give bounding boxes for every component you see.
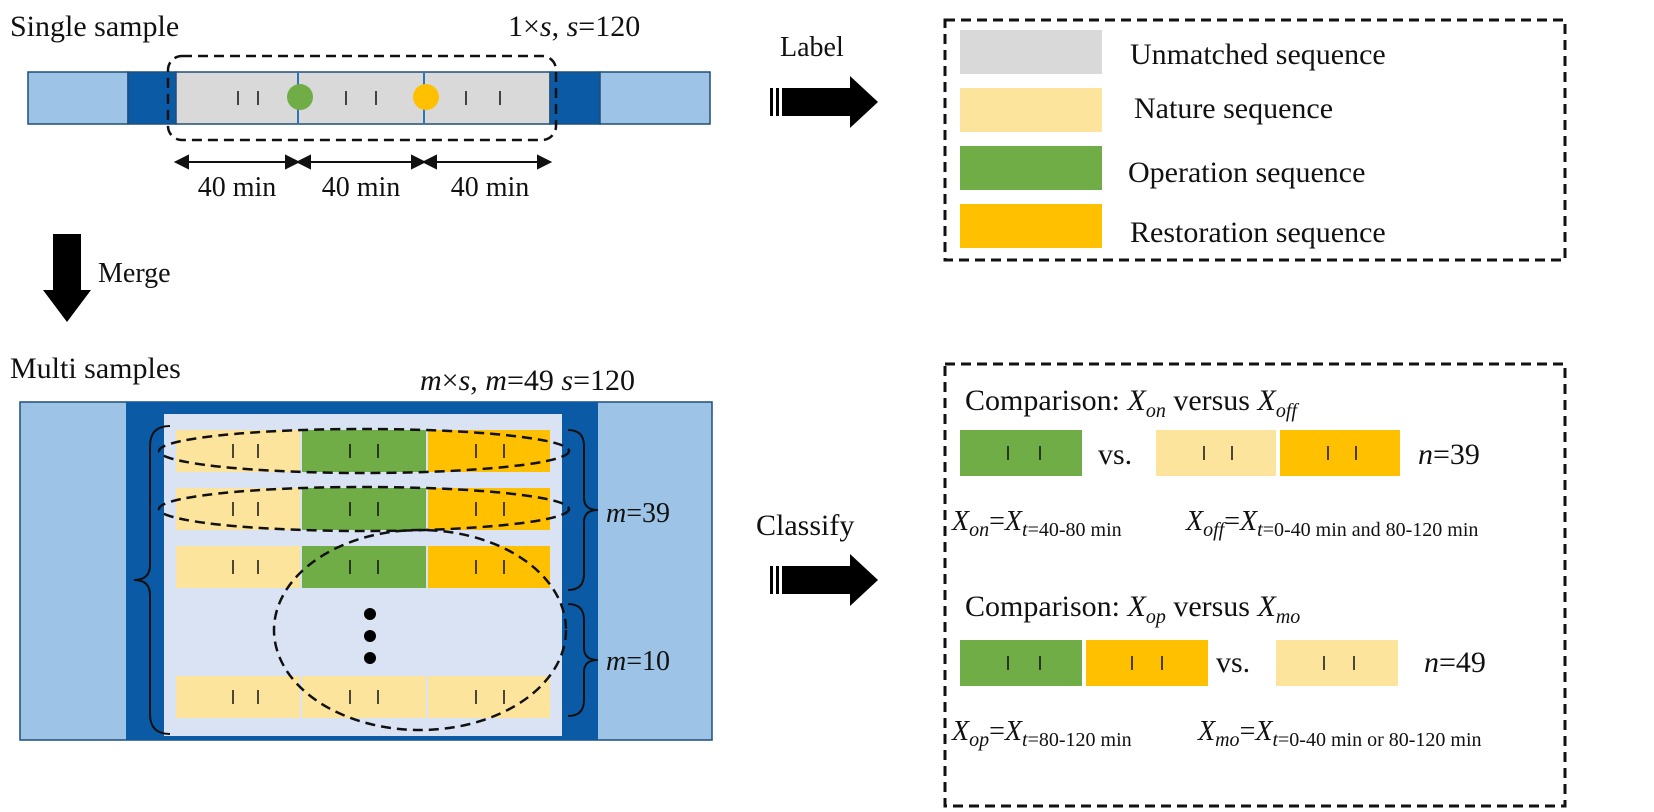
- legend-swatch-nature: [960, 88, 1102, 132]
- comparison-title-1: Comparison: Xon versus Xoff: [965, 384, 1299, 422]
- classify-arrow-text: Classify: [756, 509, 854, 542]
- right-brace-m10: [567, 603, 599, 717]
- interval-label: 40 min: [451, 172, 530, 203]
- legend-label-nature: Nature sequence: [1134, 92, 1333, 125]
- remaining-rows-ellipse: [272, 528, 568, 732]
- sample-row: [176, 676, 550, 718]
- single-sample-section: Single sample 1×s, s=120: [10, 10, 711, 203]
- comparison-1-off-nature: [1156, 430, 1276, 476]
- comparison-1-def-off: Xoff=Xt=0-40 min and 80-120 min: [1185, 506, 1478, 541]
- single-bar-unmatched: [175, 71, 551, 125]
- comparison-2-n: n=49: [1424, 646, 1486, 679]
- comparison-box: Comparison: Xon versus Xoff vs. n=39 Xon…: [943, 362, 1567, 808]
- comparison-title-2: Comparison: Xop versus Xmo: [965, 590, 1300, 628]
- multi-samples-dimension: m×s, m=49 s=120: [420, 364, 635, 397]
- single-bar-right-light: [599, 71, 711, 125]
- comparison-2-ticks: [1007, 656, 1355, 670]
- brace-label-m10: m=10: [606, 646, 670, 677]
- classify-arrow: [770, 554, 878, 606]
- vertical-ellipsis: [364, 608, 376, 664]
- comparison-1-def-on: Xon=Xt=40-80 min: [951, 506, 1122, 541]
- single-sample-title: Single sample: [10, 10, 179, 43]
- single-bar-right-dark: [549, 71, 601, 125]
- legend-border: [943, 18, 1567, 262]
- merge-arrow: [43, 234, 91, 322]
- comparison-2-def-mo: Xmo=Xt=0-40 min or 80-120 min: [1197, 716, 1482, 751]
- legend-swatch-unmatched: [960, 30, 1102, 74]
- legend-label-operation: Operation sequence: [1128, 156, 1365, 189]
- comparison-border: [943, 362, 1567, 808]
- sample-row: [176, 546, 550, 588]
- operation-start-dot: [287, 84, 313, 110]
- comparison-2-op-restoration: [1086, 640, 1208, 686]
- legend-label-restoration: Restoration sequence: [1130, 216, 1386, 249]
- brace-label-m39: m=39: [606, 498, 670, 529]
- legend-label-unmatched: Unmatched sequence: [1130, 38, 1386, 71]
- label-arrow: [770, 76, 878, 128]
- comparison-1-n: n=39: [1418, 438, 1480, 471]
- right-brace-m39: [567, 429, 599, 591]
- comparison-1-off-restoration: [1280, 430, 1400, 476]
- comparison-2-mo-nature: [1276, 640, 1398, 686]
- single-sample-dimension: 1×s, s=120: [508, 10, 640, 43]
- comparison-1-ticks: [1007, 446, 1357, 460]
- multi-samples-section: Multi samples m×s, m=49 s=120: [10, 352, 713, 741]
- interval-label: 40 min: [198, 172, 277, 203]
- comparison-1-vs: vs.: [1098, 438, 1132, 471]
- interval-label: 40 min: [322, 172, 401, 203]
- restoration-start-dot: [413, 84, 439, 110]
- sample-row: [176, 430, 550, 472]
- row-ellipse: [157, 485, 571, 533]
- legend-swatch-restoration: [960, 204, 1102, 248]
- comparison-2-vs: vs.: [1216, 646, 1250, 679]
- merge-label: Merge: [98, 258, 171, 289]
- row-ellipse: [157, 427, 571, 475]
- comparison-2-op-operation: [960, 640, 1082, 686]
- sample-row: [176, 488, 550, 530]
- single-window-outline: [166, 54, 558, 142]
- row-ticks: [232, 444, 505, 704]
- comparison-1-on-block: [960, 430, 1082, 476]
- interval-arrows: [173, 154, 553, 170]
- single-bar-ticks: [237, 91, 501, 105]
- legend: Unmatched sequence Nature sequence Opera…: [943, 18, 1567, 262]
- comparison-2-def-op: Xop=Xt=80-120 min: [951, 716, 1132, 751]
- label-arrow-text: Label: [780, 32, 844, 63]
- single-bar-left-light: [27, 71, 129, 125]
- multi-samples-title: Multi samples: [10, 352, 181, 385]
- legend-swatch-operation: [960, 146, 1102, 190]
- left-brace: [133, 425, 171, 735]
